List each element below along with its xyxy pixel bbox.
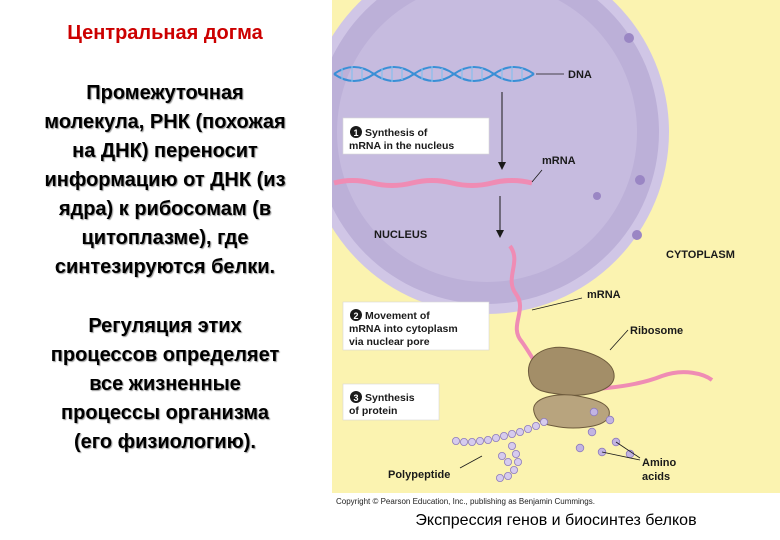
paragraph-rna-role: Промежуточная молекула, РНК (похожая на … <box>6 79 324 282</box>
ribosome-label: Ribosome <box>630 325 683 337</box>
step-text: mRNA into cytoplasm <box>349 323 458 335</box>
paragraph-line: синтезируются белки. <box>6 253 324 282</box>
step-number: 3 <box>353 393 358 403</box>
step-number: 1 <box>353 128 358 138</box>
paragraph-line: Промежуточная <box>6 79 324 108</box>
paragraph-line: процессы организма <box>6 399 324 428</box>
step-text: Movement of <box>365 310 430 322</box>
step-text: of protein <box>349 405 397 417</box>
mrna-cytoplasm-label: mRNA <box>587 289 621 301</box>
cytoplasm-label: CYTOPLASM <box>666 249 735 261</box>
figure-caption: Экспрессия генов и биосинтез белков <box>332 512 780 530</box>
paragraph-line: процессов определяет <box>6 341 324 370</box>
step-number: 2 <box>353 311 358 321</box>
paragraph-line: информацию от ДНК (из <box>6 166 324 195</box>
step-text: Synthesis of <box>365 127 428 139</box>
step-1-box: 1 Synthesis of mRNA in the nucleus <box>343 118 489 154</box>
paragraph-line: молекула, РНК (похожая <box>6 108 324 137</box>
paragraph-line: на ДНК) переносит <box>6 137 324 166</box>
nucleus-label: NUCLEUS <box>374 229 427 241</box>
amino-acids-label-line1: Amino <box>642 457 677 469</box>
step-text: via nuclear pore <box>349 336 430 348</box>
paragraph-regulation: Регуляция этих процессов определяет все … <box>6 312 324 457</box>
paragraph-line: все жизненные <box>6 370 324 399</box>
paragraph-line: ядра) к рибосомам (в <box>6 195 324 224</box>
copyright-text: Copyright © Pearson Education, Inc., pub… <box>336 497 595 506</box>
step-3-box: 3 Synthesis of protein <box>343 384 439 420</box>
dna-label: DNA <box>568 69 592 81</box>
gene-expression-diagram: DNA mRNA NUCLEUS CYTOPLASM mRNA Ribosome… <box>332 0 780 512</box>
paragraph-line: (его физиологию). <box>6 428 324 457</box>
ribosome <box>528 347 614 428</box>
paragraph-line: Регуляция этих <box>6 312 324 341</box>
slide-title: Центральная догма <box>0 22 330 45</box>
paragraph-line: цитоплазме), где <box>6 224 324 253</box>
step-2-box: 2 Movement of mRNA into cytoplasm via nu… <box>343 302 489 350</box>
polypeptide-label: Polypeptide <box>388 469 450 481</box>
mrna-nucleus-label: mRNA <box>542 155 576 167</box>
step-text: mRNA in the nucleus <box>349 140 454 152</box>
amino-acids-label-line2: acids <box>642 471 670 483</box>
step-text: Synthesis <box>365 392 415 404</box>
